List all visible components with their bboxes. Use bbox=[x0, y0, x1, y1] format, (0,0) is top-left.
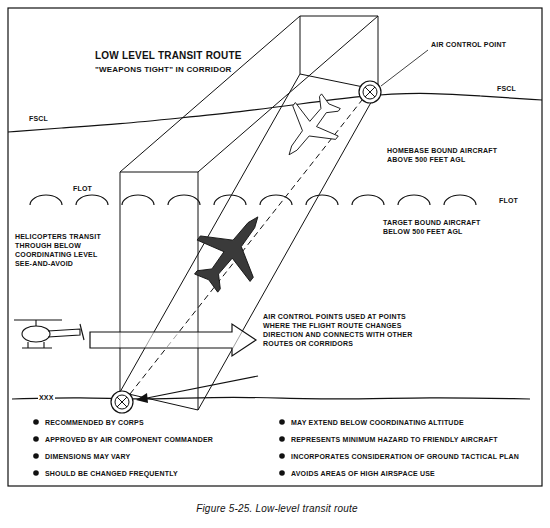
transit-arrow bbox=[90, 324, 256, 356]
homebase-bound-aircraft bbox=[268, 84, 353, 171]
bullet-text: SHOULD BE CHANGED FREQUENTLY bbox=[45, 469, 178, 478]
flot-line bbox=[30, 195, 476, 205]
line-label: FSCL bbox=[28, 114, 49, 123]
flot-scallop bbox=[30, 195, 62, 205]
corridor-edge bbox=[120, 16, 300, 172]
line-label: FLOT bbox=[72, 184, 93, 193]
subtitle: "WEAPONS TIGHT" IN CORRIDOR bbox=[95, 65, 232, 74]
corridor-back bbox=[300, 16, 378, 90]
helicopter-icon bbox=[14, 320, 84, 348]
figure-frame bbox=[8, 8, 542, 486]
flot-scallop bbox=[398, 195, 430, 205]
bullet-dots bbox=[33, 419, 285, 476]
corridor-front bbox=[120, 172, 198, 410]
corridor-edge bbox=[198, 16, 378, 172]
corridor-prism bbox=[120, 16, 378, 410]
ground-line bbox=[12, 397, 530, 399]
line-label: FLOT bbox=[498, 196, 519, 205]
flot-scallop bbox=[352, 195, 384, 205]
line-label: FSCL bbox=[496, 84, 517, 93]
flot-scallop bbox=[260, 195, 292, 205]
bullet-dot bbox=[279, 470, 285, 476]
flot-scallop bbox=[168, 195, 200, 205]
route-centerline bbox=[130, 100, 362, 394]
aircraft-note: HOMEBASE BOUND AIRCRAFT ABOVE 500 FEET A… bbox=[386, 146, 500, 164]
bullet-text: APPROVED BY AIR COMPONENT COMMANDER bbox=[45, 435, 213, 444]
diagram-title: LOW LEVEL TRANSIT ROUTE bbox=[95, 50, 242, 62]
aircraft-note: TARGET BOUND AIRCRAFT BELOW 500 FEET AGL bbox=[382, 218, 496, 236]
note-text: AIR CONTROL POINTS USED AT POINTS WHERE … bbox=[262, 312, 422, 348]
point-label: AIR CONTROL POINT bbox=[430, 40, 507, 49]
flot-scallop bbox=[76, 195, 108, 205]
bullet-text: RECOMMENDED BY CORPS bbox=[45, 418, 144, 427]
flot-scallop bbox=[214, 195, 246, 205]
air-control-point-symbol bbox=[111, 391, 133, 413]
leader-line bbox=[381, 50, 428, 86]
bullet-dot bbox=[279, 419, 285, 425]
flot-scallop bbox=[122, 195, 154, 205]
pointer-arrow bbox=[142, 376, 258, 399]
bullet-dot bbox=[33, 470, 39, 476]
bullet-dot bbox=[33, 453, 39, 459]
target-bound-aircraft bbox=[180, 196, 285, 304]
bullet-text: AVOIDS AREAS OF HIGH AIRSPACE USE bbox=[291, 469, 435, 478]
bullet-text: DIMENSIONS MAY VARY bbox=[45, 452, 130, 461]
bullet-dot bbox=[279, 453, 285, 459]
flot-scallop bbox=[444, 195, 476, 205]
bullet-dot bbox=[33, 419, 39, 425]
air-control-point-symbol bbox=[359, 81, 381, 103]
bullet-text: INCORPORATES CONSIDERATION OF GROUND TAC… bbox=[291, 452, 519, 461]
note-text: HELICOPTERS TRANSIT THROUGH BELOW COORDI… bbox=[15, 232, 115, 268]
bullet-text: MAY EXTEND BELOW COORDINATING ALTITUDE bbox=[291, 418, 464, 427]
boundary-symbol: XXX bbox=[38, 393, 55, 402]
bullet-dot bbox=[279, 436, 285, 442]
flot-scallop bbox=[306, 195, 338, 205]
figure-caption: Figure 5-25. Low-level transit route bbox=[2, 503, 550, 515]
bullet-dot bbox=[33, 436, 39, 442]
fscl-line bbox=[8, 93, 542, 132]
pointer-arrowhead bbox=[136, 393, 148, 403]
bullet-text: REPRESENTS MINIMUM HAZARD TO FRIENDLY AI… bbox=[291, 435, 498, 444]
